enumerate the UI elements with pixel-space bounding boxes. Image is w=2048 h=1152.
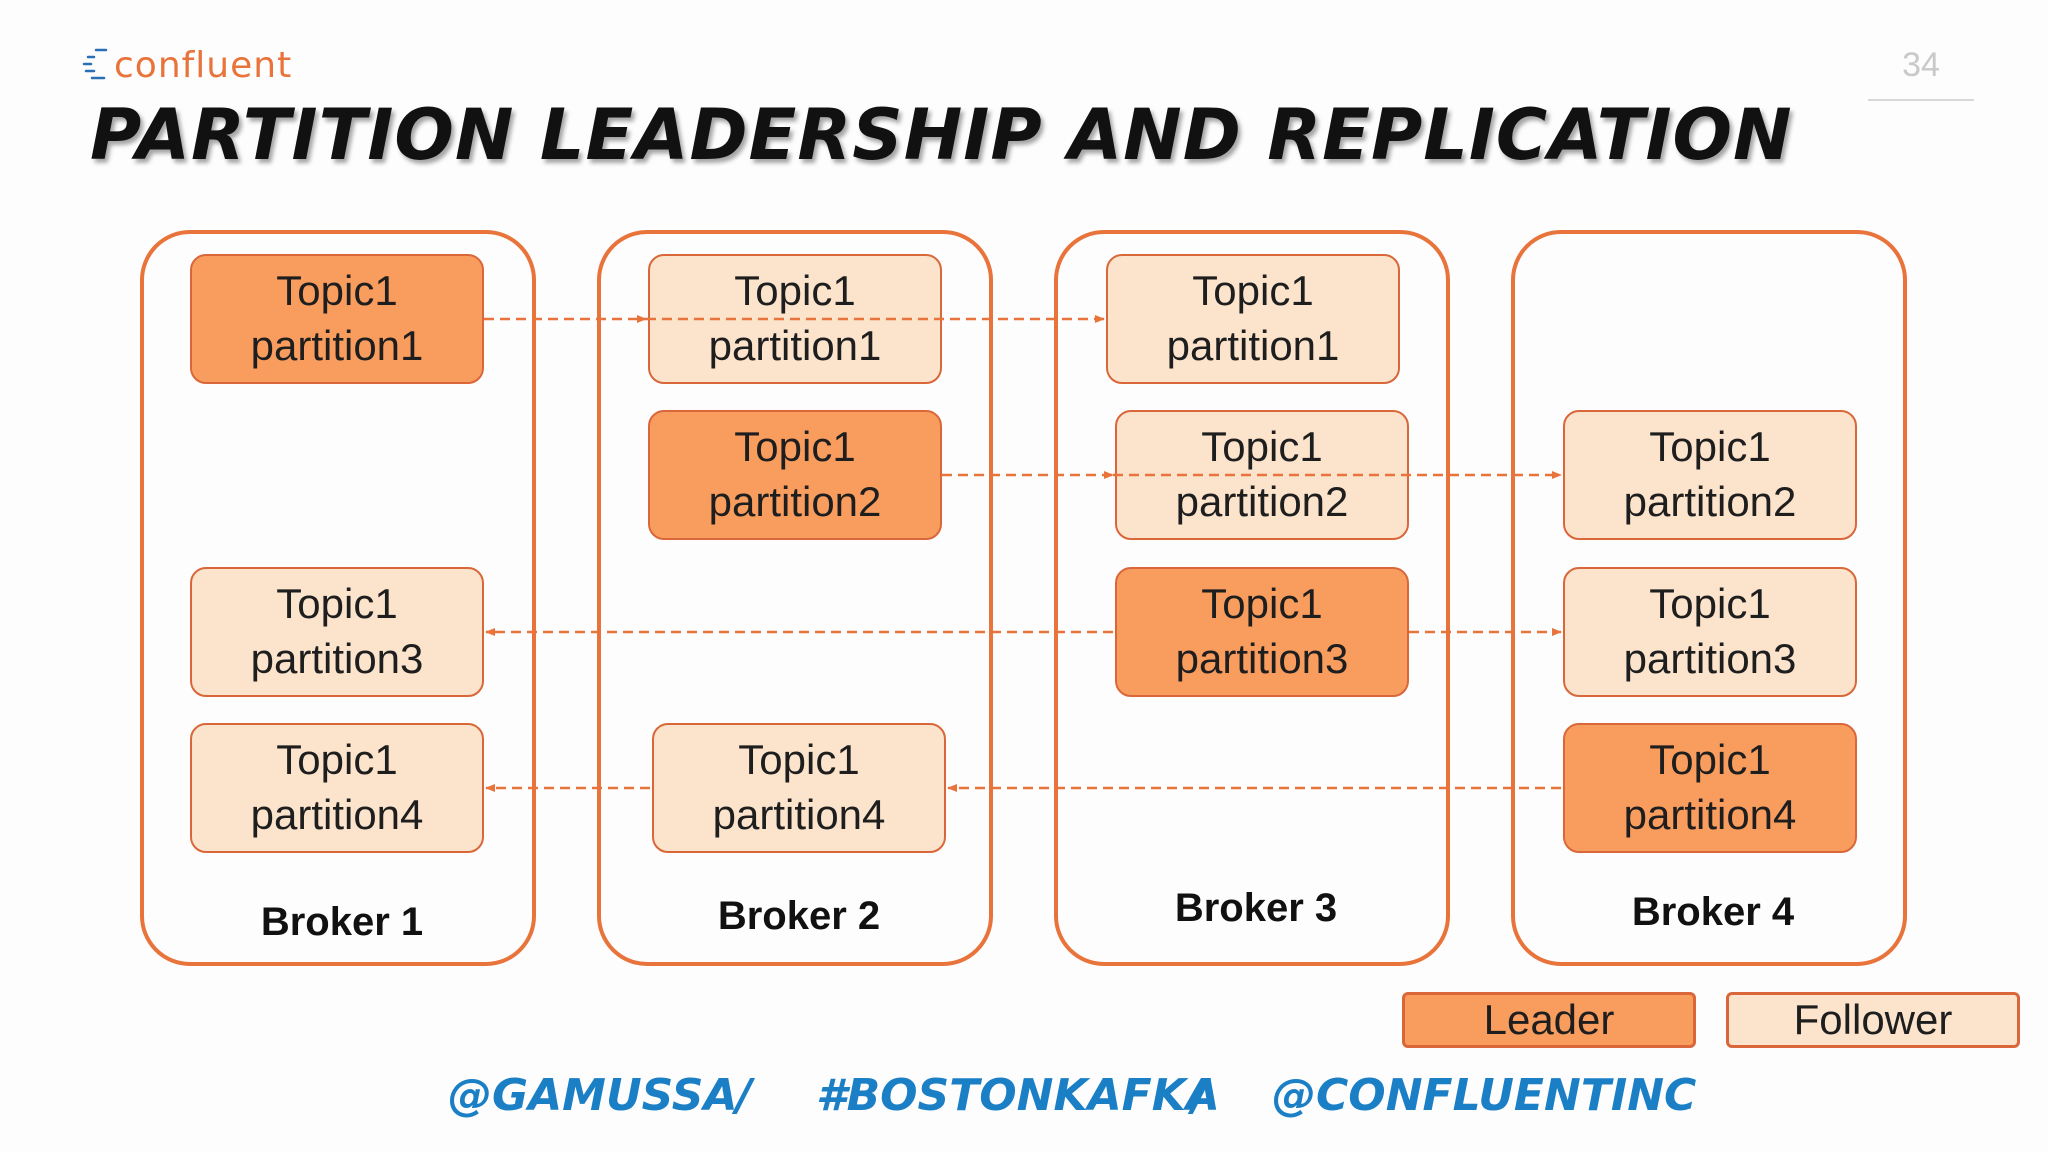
broker-4-topic1-partition3: Topic1 partition3 [1563, 567, 1857, 697]
broker-4-topic1-partition2: Topic1 partition2 [1563, 410, 1857, 540]
confluent-logo: confluent [82, 44, 292, 86]
confluent-mark-icon [82, 48, 108, 80]
partition-name-label: partition3 [1175, 635, 1349, 682]
broker-4-label: Broker 4 [1631, 890, 1795, 934]
partition-topic-label: Topic1 [1201, 580, 1323, 628]
broker-2-topic1-partition2: Topic1 partition2 [648, 410, 942, 540]
broker-4-topic1-partition4: Topic1 partition4 [1563, 723, 1857, 853]
partition-name-label: partition3 [1623, 635, 1797, 682]
broker-2-topic1-partition1: Topic1 partition1 [648, 254, 942, 384]
legend-follower: Follower [1726, 992, 2020, 1048]
partition-name-label: partition1 [250, 322, 424, 369]
partition-name-label: partition2 [1623, 478, 1797, 525]
legend-leader: Leader [1402, 992, 1696, 1048]
broker-4-container: Broker 4 [1511, 230, 1907, 966]
broker-1-container: Broker 1 [140, 230, 536, 966]
partition-name-label: partition3 [250, 635, 424, 682]
partition-topic-label: Topic1 [738, 736, 860, 784]
broker-1-topic1-partition1: Topic1 partition1 [190, 254, 484, 384]
partition-topic-label: Topic1 [276, 580, 398, 628]
footer-handle-confluentinc: @ConfluentInc [1272, 1070, 1697, 1121]
broker-2-label: Broker 2 [717, 894, 881, 938]
partition-name-label: partition4 [250, 791, 424, 838]
partition-name-label: partition1 [1166, 322, 1340, 369]
partition-topic-label: Topic1 [276, 267, 398, 315]
logo-text: confluent [114, 44, 293, 86]
broker-3-topic1-partition3: Topic1 partition3 [1115, 567, 1409, 697]
footer-separator-2: / [1192, 1070, 1209, 1121]
partition-topic-label: Topic1 [1649, 736, 1771, 784]
partition-name-label: partition2 [1175, 478, 1349, 525]
footer-hashtag-bostonkafka: #bostonkafka [816, 1070, 1220, 1121]
partition-topic-label: Topic1 [1192, 267, 1314, 315]
broker-1-label: Broker 1 [260, 900, 424, 944]
partition-topic-label: Topic1 [276, 736, 398, 784]
footer-handle-gamussa: @gamussa [448, 1070, 738, 1121]
partition-name-label: partition4 [1623, 791, 1797, 838]
broker-1-topic1-partition3: Topic1 partition3 [190, 567, 484, 697]
partition-topic-label: Topic1 [1649, 580, 1771, 628]
broker-1-topic1-partition4: Topic1 partition4 [190, 723, 484, 853]
page-number: 34 [1868, 46, 1974, 101]
partition-topic-label: Topic1 [734, 267, 856, 315]
partition-topic-label: Topic1 [734, 423, 856, 471]
partition-topic-label: Topic1 [1649, 423, 1771, 471]
broker-3-container: Broker 3 [1054, 230, 1450, 966]
partition-name-label: partition2 [708, 478, 882, 525]
broker-2-topic1-partition4: Topic1 partition4 [652, 723, 946, 853]
broker-3-label: Broker 3 [1174, 886, 1338, 930]
partition-name-label: partition1 [708, 322, 882, 369]
broker-3-topic1-partition1: Topic1 partition1 [1106, 254, 1400, 384]
footer-separator-1: / [736, 1070, 753, 1121]
partition-topic-label: Topic1 [1201, 423, 1323, 471]
slide-title: Partition Leadership and Replication [90, 94, 1793, 176]
partition-name-label: partition4 [712, 791, 886, 838]
broker-2-container: Broker 2 [597, 230, 993, 966]
broker-3-topic1-partition2: Topic1 partition2 [1115, 410, 1409, 540]
